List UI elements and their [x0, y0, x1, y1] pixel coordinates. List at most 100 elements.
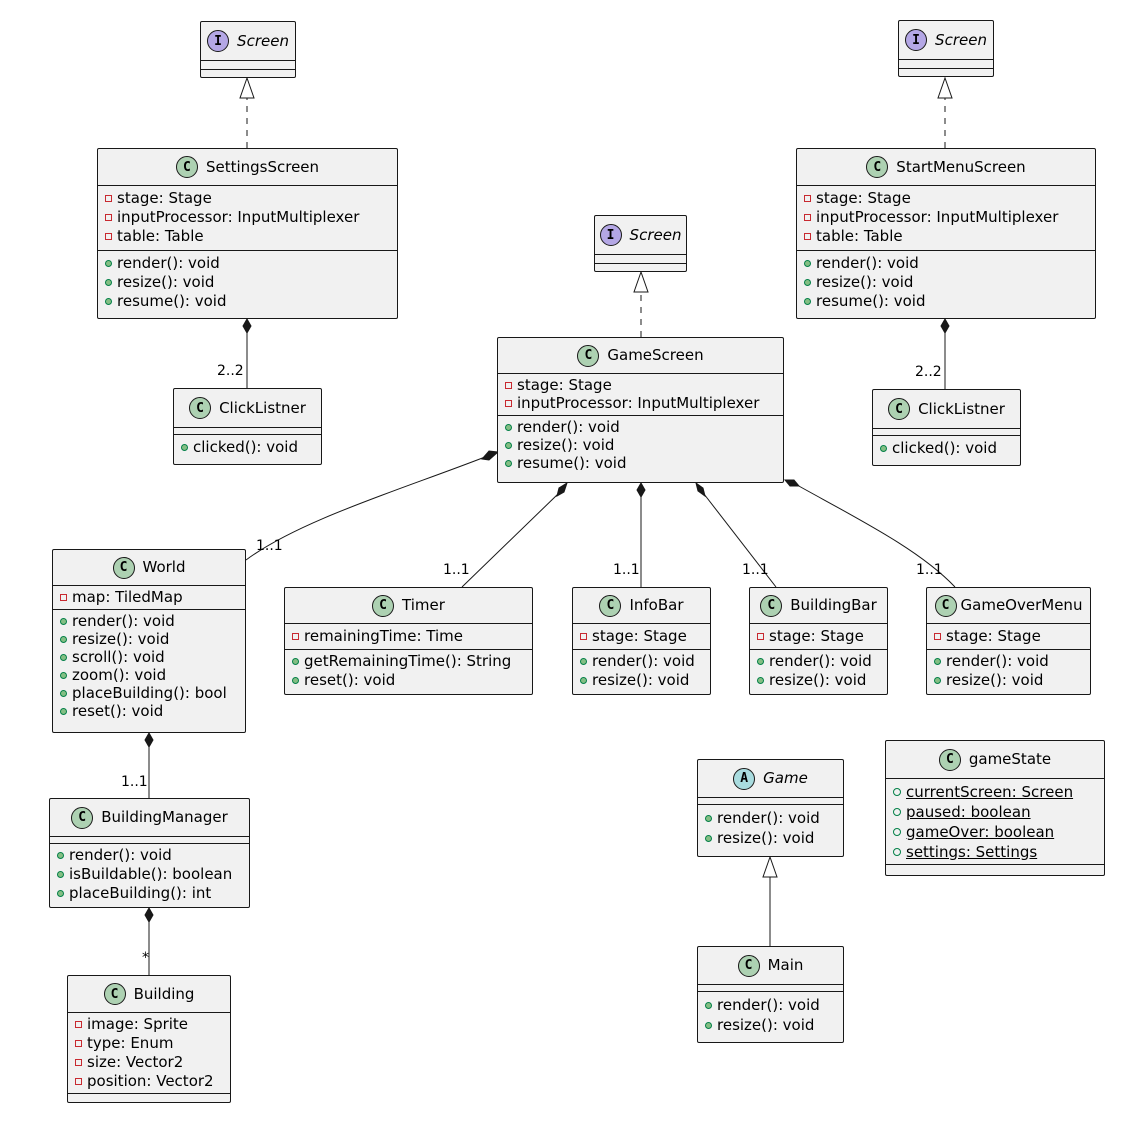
class-icon: C — [737, 954, 760, 977]
method: resume(): void — [804, 292, 1089, 311]
composition-diamond — [783, 479, 801, 487]
method: placeBuilding(): int — [57, 884, 243, 903]
multiplicity-building-bar: 1..1 — [742, 562, 769, 578]
private-marker-icon — [75, 1040, 82, 1047]
method: render(): void — [60, 612, 239, 630]
method: getRemainingTime(): String — [292, 652, 526, 671]
fields-section: stage: Stage inputProcessor: InputMultip… — [98, 185, 397, 250]
abstract-class-game[interactable]: A Game render(): void resize(): void — [697, 759, 844, 857]
public-marker-icon — [757, 658, 764, 665]
field: image: Sprite — [75, 1015, 224, 1034]
public-marker-icon — [60, 707, 67, 715]
field: stage: Stage — [105, 189, 391, 208]
method: resume(): void — [505, 454, 777, 472]
public-static-marker-icon — [893, 788, 901, 796]
class-name: BuildingManager — [101, 808, 228, 826]
method: render(): void — [105, 254, 391, 273]
public-marker-icon — [60, 671, 67, 679]
class-name: GameScreen — [607, 346, 704, 364]
private-marker-icon — [505, 381, 512, 389]
private-marker-icon — [75, 1021, 82, 1028]
interface-icon: I — [599, 224, 622, 246]
public-marker-icon — [580, 677, 587, 684]
fields-section: currentScreen: Screen paused: boolean ga… — [886, 778, 1104, 864]
fields-section: map: TiledMap — [53, 585, 245, 609]
public-marker-icon — [105, 260, 112, 267]
method: render(): void — [934, 652, 1084, 671]
method: resize(): void — [804, 273, 1089, 292]
public-marker-icon — [804, 279, 811, 286]
composition-world — [245, 456, 486, 561]
private-marker-icon — [757, 633, 764, 640]
fields-section: stage: Stage — [927, 623, 1090, 649]
composition-diamond — [556, 481, 568, 498]
fields-section — [174, 427, 321, 434]
methods-section: render(): void resize(): void — [698, 804, 843, 852]
fields-section — [873, 428, 1020, 435]
field: inputProcessor: InputMultiplexer — [105, 208, 391, 227]
class-building-manager[interactable]: C BuildingManager render(): void isBuilda… — [49, 798, 250, 908]
method: resume(): void — [105, 292, 391, 311]
fields-section — [595, 254, 686, 263]
public-marker-icon — [57, 890, 64, 897]
class-name: Game — [763, 769, 808, 787]
class-icon: C — [577, 344, 600, 367]
field: stage: Stage — [757, 627, 881, 646]
abstract-icon: A — [733, 767, 756, 790]
public-marker-icon — [757, 677, 764, 684]
class-name: BuildingBar — [790, 596, 877, 614]
methods-section: clicked(): void — [174, 434, 321, 461]
methods-section: render(): void isBuildable(): boolean pl… — [50, 843, 249, 905]
static-field: gameOver: boolean — [893, 822, 1098, 842]
class-name: InfoBar — [629, 596, 684, 614]
public-marker-icon — [505, 459, 512, 467]
fields-section — [50, 836, 249, 843]
method: render(): void — [580, 652, 704, 671]
fields-section: image: Sprite type: Enum size: Vector2 p… — [68, 1012, 230, 1093]
class-icon: C — [938, 748, 961, 771]
public-marker-icon — [505, 441, 512, 449]
class-icon: C — [71, 806, 94, 829]
field: stage: Stage — [804, 189, 1089, 208]
methods-section: render(): void resize(): void — [927, 649, 1090, 692]
private-marker-icon — [505, 399, 512, 407]
private-marker-icon — [934, 633, 941, 640]
method: resize(): void — [705, 1015, 837, 1035]
composition-diamond — [144, 906, 154, 924]
public-marker-icon — [60, 689, 67, 697]
method: render(): void — [505, 418, 777, 436]
interface-icon: I — [905, 29, 928, 51]
realization-arrowhead — [239, 76, 255, 99]
methods-section — [886, 864, 1104, 871]
class-name: StartMenuScreen — [896, 157, 1026, 176]
fields-section: stage: Stage — [573, 623, 710, 649]
method: resize(): void — [60, 630, 239, 648]
methods-section: render(): void resize(): void scroll(): … — [53, 609, 245, 722]
public-marker-icon — [705, 1021, 712, 1029]
method: resize(): void — [757, 671, 881, 690]
method: placeBuilding(): bool — [60, 684, 239, 702]
method: render(): void — [57, 846, 243, 865]
multiplicity-building-manager: 1..1 — [121, 774, 148, 790]
public-marker-icon — [934, 658, 941, 665]
composition-diamond — [144, 731, 154, 749]
fields-section: stage: Stage inputProcessor: InputMultip… — [797, 185, 1095, 250]
multiplicity-building: * — [142, 950, 149, 966]
field: stage: Stage — [505, 376, 777, 394]
